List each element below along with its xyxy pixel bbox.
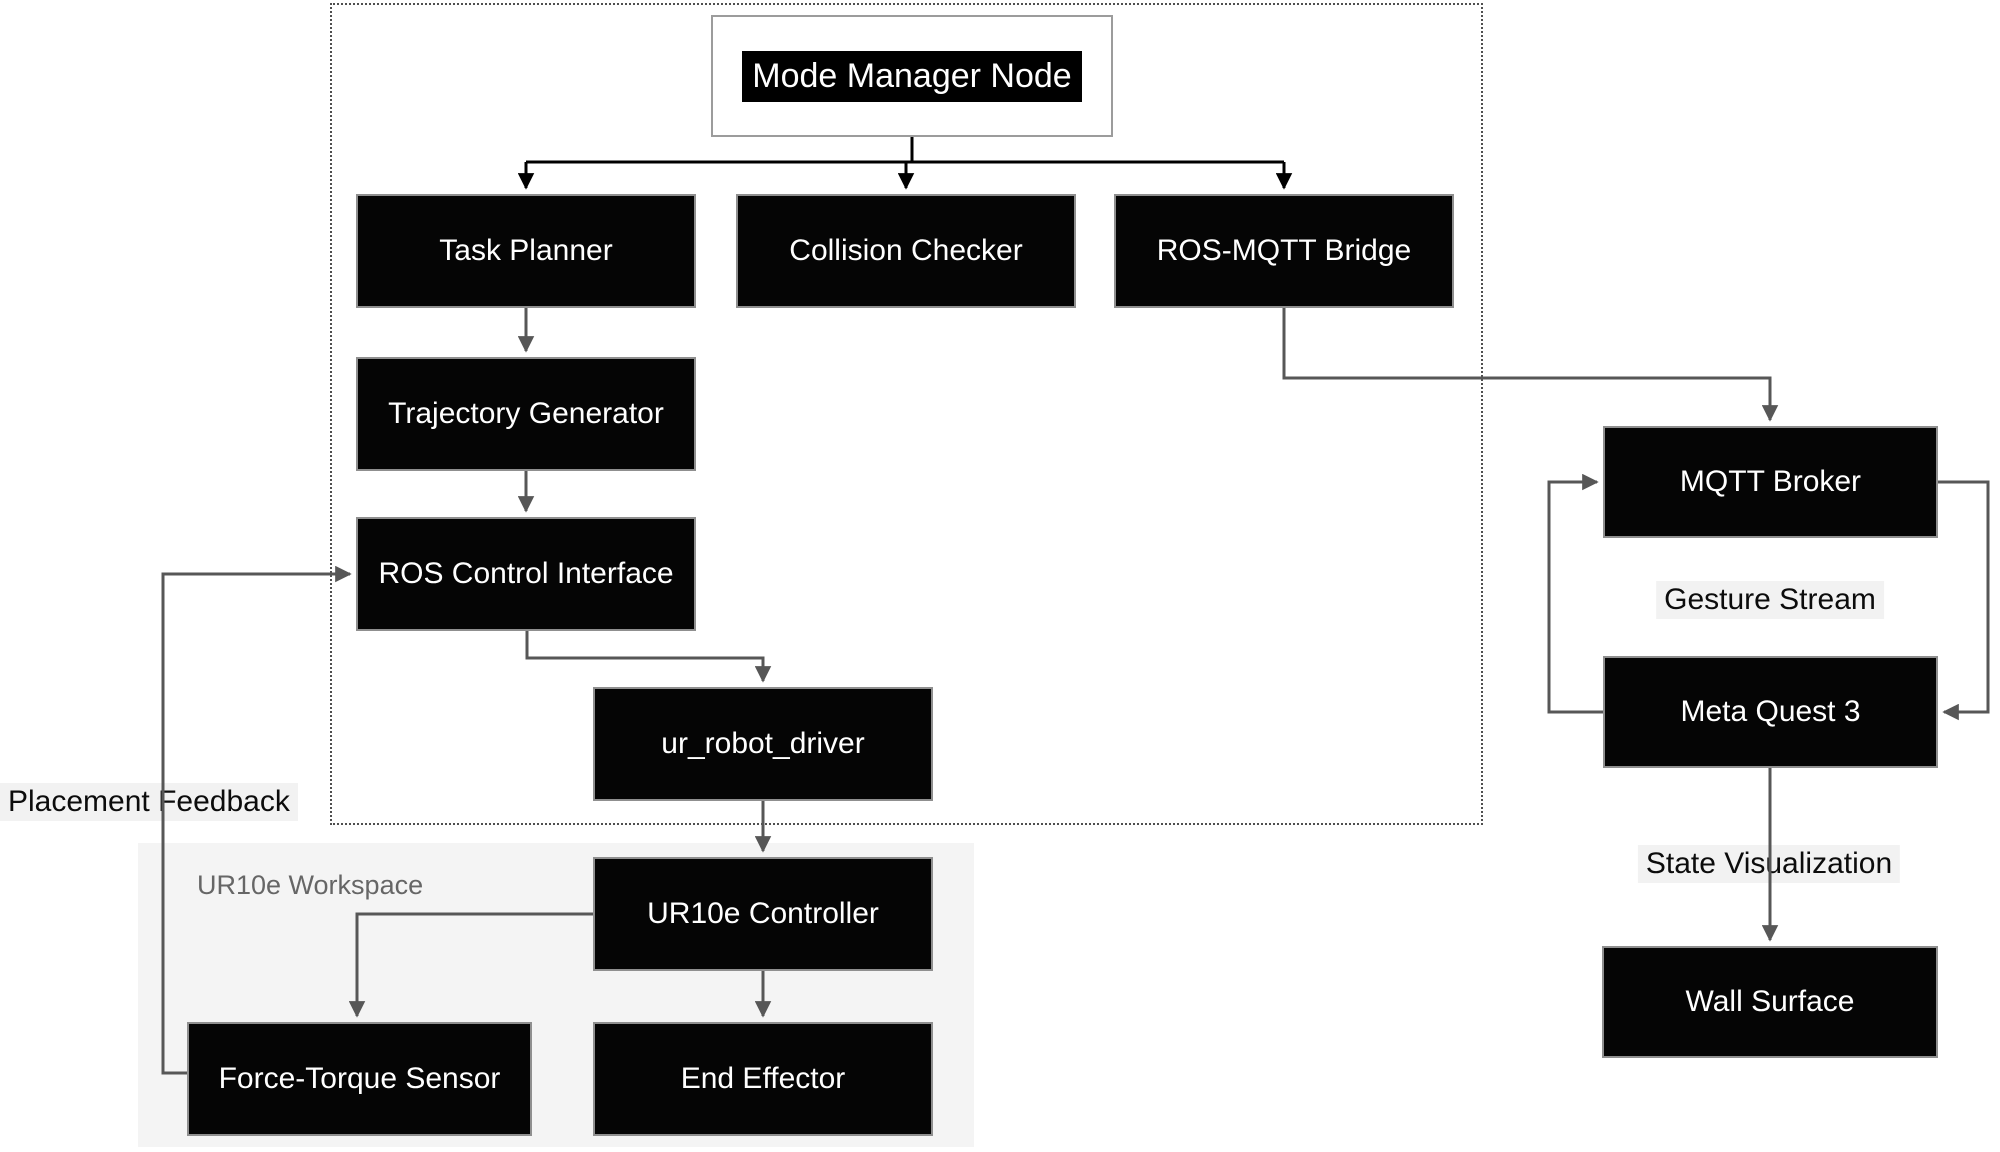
ur10e-workspace-label: UR10e Workspace xyxy=(197,870,424,900)
node-wall-surface: Wall Surface xyxy=(1602,946,1938,1058)
node-force-torque-sensor: Force-Torque Sensor xyxy=(187,1022,532,1136)
node-end-effector: End Effector xyxy=(593,1022,933,1136)
node-ur10e-controller: UR10e Controller xyxy=(593,857,933,971)
node-ros-mqtt-bridge: ROS-MQTT Bridge xyxy=(1114,194,1454,308)
node-meta-quest-3: Meta Quest 3 xyxy=(1603,656,1938,768)
node-ur-robot-driver: ur_robot_driver xyxy=(593,687,933,801)
node-mode-manager: Mode Manager Node xyxy=(711,15,1113,137)
node-task-planner: Task Planner xyxy=(356,194,696,308)
gesture-stream-label: Gesture Stream xyxy=(1656,581,1884,619)
node-mqtt-broker: MQTT Broker xyxy=(1603,426,1938,538)
node-ros-control-interface: ROS Control Interface xyxy=(356,517,696,631)
gray-connector-arrows xyxy=(161,308,1990,1075)
mode-manager-fanout-arrows xyxy=(517,137,1293,190)
node-collision-checker: Collision Checker xyxy=(736,194,1076,308)
node-trajectory-generator: Trajectory Generator xyxy=(356,357,696,471)
mode-manager-label: Mode Manager Node xyxy=(742,50,1082,102)
ros-system-boundary xyxy=(330,3,1483,825)
placement-feedback-label: Placement Feedback xyxy=(0,783,298,821)
